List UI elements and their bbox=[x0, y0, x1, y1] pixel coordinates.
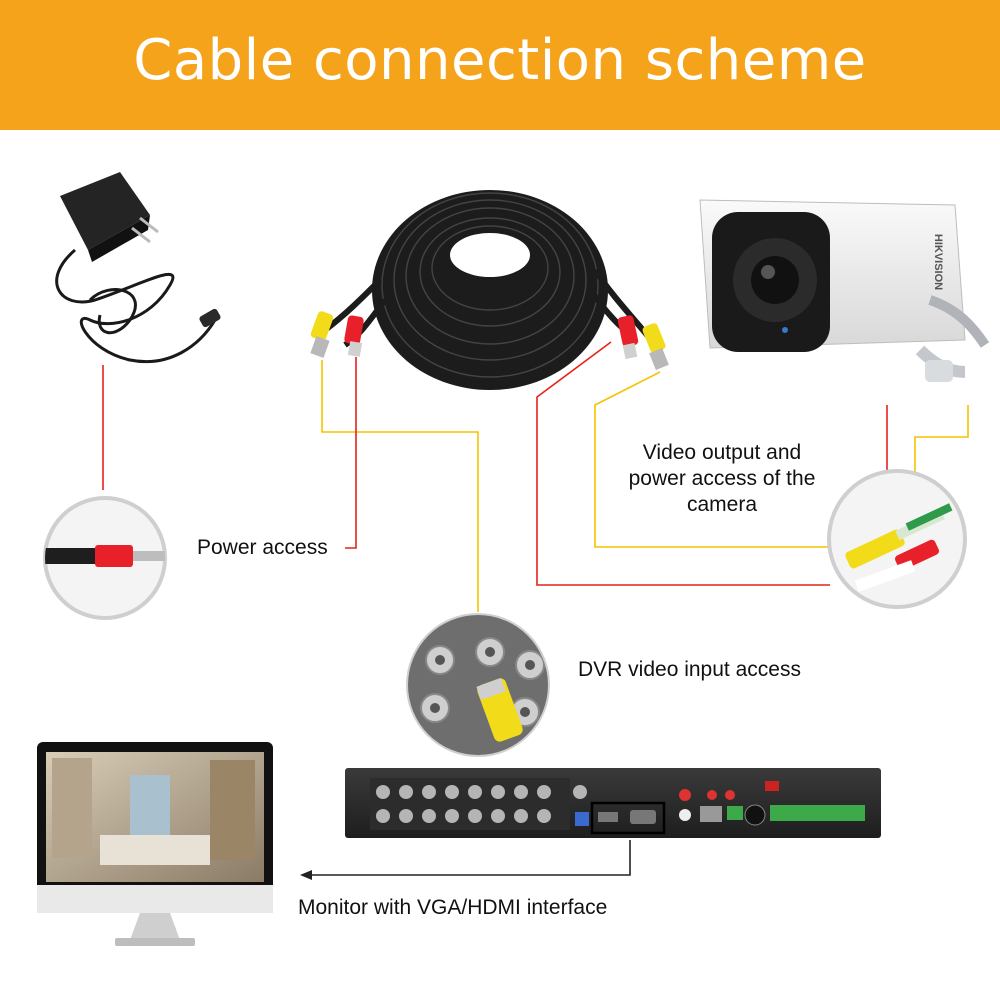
left-cable-connectors bbox=[310, 311, 364, 358]
red-line-right bbox=[536, 341, 830, 586]
yellow-line-right bbox=[594, 371, 830, 548]
power-access-label: Power access bbox=[197, 536, 328, 559]
power-adapter bbox=[55, 172, 221, 363]
monitor-label: Monitor with VGA/HDMI interface bbox=[298, 896, 608, 919]
dvr-back-panel bbox=[345, 768, 881, 838]
connection-lines bbox=[102, 341, 969, 876]
yellow-line-camera bbox=[914, 405, 969, 472]
red-line-left bbox=[345, 357, 357, 549]
arrow-head-icon bbox=[300, 870, 312, 880]
dvr-input-label: DVR video input access bbox=[578, 658, 801, 681]
title-banner: Cable connection scheme bbox=[0, 0, 1000, 130]
right-cable-connectors bbox=[617, 315, 669, 370]
camera-brand-logo: HIKVISION bbox=[932, 234, 944, 290]
coax-cable-coil bbox=[323, 190, 658, 390]
camera-connectors-zoom bbox=[827, 469, 967, 609]
yellow-line-left bbox=[321, 360, 479, 612]
monitor-line bbox=[310, 840, 631, 876]
page-title: Cable connection scheme bbox=[133, 28, 867, 93]
video-output-label: Video output and power access of the cam… bbox=[628, 441, 816, 516]
dvr-input-zoom bbox=[406, 613, 550, 757]
monitor bbox=[37, 742, 273, 946]
power-connector-zoom bbox=[43, 496, 167, 620]
bullet-camera bbox=[699, 199, 990, 382]
